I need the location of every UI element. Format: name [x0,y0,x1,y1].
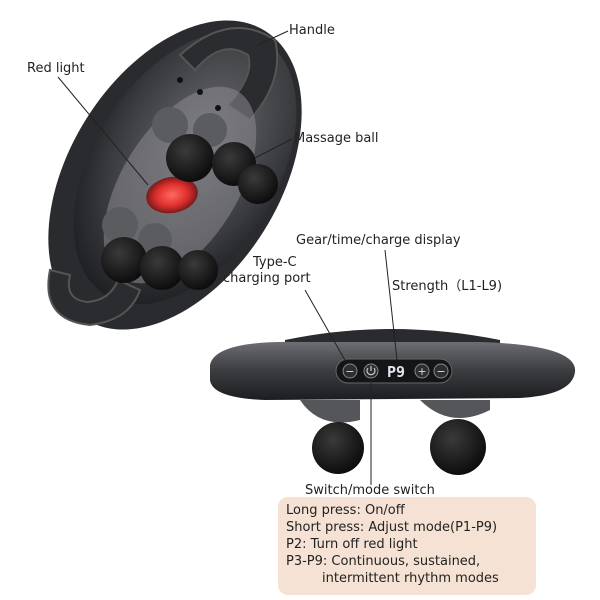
label-red-light: Red light [27,61,85,76]
label-charging-port: charging port [223,271,311,286]
minus-button[interactable] [342,363,358,379]
massage-ball [238,164,278,204]
label-massage-ball: Massage ball [294,131,379,146]
info-line-3: P2: Turn off red light [286,537,418,552]
info-line-5: intermittent rhythm modes [322,571,499,586]
massage-ball [178,250,218,290]
massage-ball [312,422,364,474]
label-strength: Strength（L1-L9) [392,279,503,294]
massage-ball [140,246,184,290]
device-back-view [47,20,302,330]
info-line-2: Short press: Adjust mode(P1-P9) [286,520,498,535]
minus-symbol: − [345,365,354,378]
info-line-4: P3-P9: Continuous, sustained, [286,554,481,569]
info-box: Long press: On/off Short press: Adjust m… [278,497,536,595]
label-handle: Handle [289,23,335,38]
massage-ball [166,134,214,182]
minus-symbol-right: − [436,365,445,378]
massage-ball [430,419,486,475]
power-icon [366,367,376,376]
leader-lines [57,30,293,186]
red-light [146,176,198,214]
info-line-1: Long press: On/off [286,503,405,518]
handle-bottom [47,268,142,327]
device-side-view: − + − P9 [210,329,576,475]
label-gear-display: Gear/time/charge display [296,233,461,248]
digital-display: P9 [387,363,405,381]
label-switch-mode: Switch/mode switch [305,483,435,498]
leader-lines-side [304,249,398,485]
massage-ball [101,237,147,283]
minus-button-right[interactable] [433,363,449,379]
plus-symbol: + [417,365,426,378]
plus-button[interactable] [414,363,430,379]
label-type-c: Type-C [253,255,297,270]
